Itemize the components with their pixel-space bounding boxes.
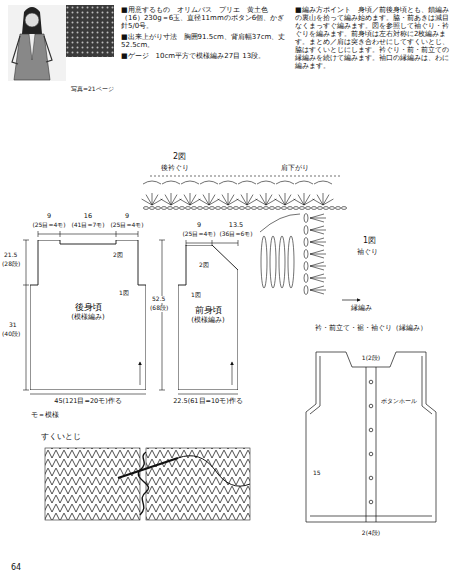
dimension-label: モ＝模様 bbox=[30, 412, 60, 419]
direction-arrow bbox=[342, 300, 360, 301]
dimension-label: 2(4段) bbox=[361, 530, 381, 537]
dimension-label: 後衿ぐり bbox=[160, 164, 190, 172]
crochet-chart bbox=[142, 176, 347, 295]
dimension-label: (40段) bbox=[1, 331, 21, 338]
garment-piece: 後身頃(模様編み) bbox=[30, 240, 146, 390]
dimension-label: 9 bbox=[46, 213, 52, 220]
dimension-label: (36目=6モ) bbox=[218, 231, 253, 238]
seam-illustration bbox=[45, 448, 250, 520]
dimension-label: 13.5 bbox=[228, 222, 244, 229]
dimension-label: (28段) bbox=[1, 261, 21, 268]
assembly-outline: 衿・前立て・裾・袖ぐり（縁編み） bbox=[296, 322, 446, 526]
piece-outline bbox=[296, 322, 446, 526]
dimension-label: 袖ぐり bbox=[356, 248, 379, 256]
dimension-label: (68段) bbox=[149, 305, 169, 312]
dimension-label: (25目=4モ) bbox=[31, 222, 66, 229]
instruction-text: ■編み方ポイント 身頃／前後身頃とも、鎖編みの裏山を拾って編み始めます。脇・前あ… bbox=[294, 6, 454, 70]
dimension-label: 肩下がり bbox=[280, 164, 310, 172]
dimension-label: 2図 bbox=[172, 152, 187, 161]
dimension-lines bbox=[23, 231, 238, 394]
dimension-label: 9 bbox=[196, 222, 202, 229]
instructions-column: ■編み方ポイント 身頃／前後身頃とも、鎖編みの裏山を拾って編み始めます。脇・前あ… bbox=[294, 6, 454, 70]
piece-name: 前身頃 bbox=[195, 305, 222, 316]
dimension-label: (41目=7モ) bbox=[70, 222, 105, 229]
dimension-label: 64 bbox=[10, 563, 22, 572]
dimension-label: 1図 bbox=[362, 236, 377, 245]
dimension-label: 21.5 bbox=[3, 252, 18, 259]
dimension-label: 1図 bbox=[190, 292, 202, 299]
dimension-label: 9 bbox=[124, 213, 130, 220]
dimension-label: 15 bbox=[312, 470, 322, 477]
stitch-note: (模様編み) bbox=[191, 316, 224, 324]
dimension-label: 22.5(61目=10モ)作る bbox=[172, 398, 244, 405]
dimension-label: 2図 bbox=[198, 262, 210, 269]
piece-name: 衿・前立て・裾・袖ぐり（縁編み） bbox=[315, 324, 427, 332]
dimension-label: 縁編み bbox=[350, 304, 373, 312]
dimension-label: すくいとじ bbox=[40, 432, 82, 441]
instruction-text: ■出来上がり寸法 胸囲91.5cm、背肩幅37cm、丈52.5cm。 bbox=[120, 33, 288, 49]
dimension-label: ボタンホール bbox=[380, 398, 418, 405]
dimension-label: 2図 bbox=[112, 252, 124, 259]
dimension-label: 16 bbox=[83, 213, 93, 220]
photo bbox=[8, 5, 114, 81]
dimension-label: 45(121目=20モ)作る bbox=[53, 398, 122, 405]
instruction-text: ■ゲージ 10cm平方で模様編み27目 13段。 bbox=[120, 52, 288, 60]
piece-name: 後身頃 bbox=[75, 302, 102, 313]
dimension-label: 52.5 bbox=[151, 296, 166, 303]
instruction-text: ■用意するもの オリムパス プリエ 黄土色（16）230g＝6玉、直径11mmの… bbox=[120, 6, 288, 30]
dimension-label: (25目=4モ) bbox=[109, 222, 144, 229]
dimension-label: 31 bbox=[8, 322, 18, 329]
dimension-label: 1(2段) bbox=[361, 355, 381, 362]
info-column: ■用意するもの オリムパス プリエ 黄土色（16）230g＝6玉、直径11mmの… bbox=[120, 6, 288, 60]
dimension-label: 1図 bbox=[118, 290, 130, 297]
dimension-label: 写真=21ページ bbox=[70, 86, 115, 93]
stitch-note: (模様編み) bbox=[71, 313, 104, 321]
dimension-label: (25目=4モ) bbox=[181, 231, 216, 238]
